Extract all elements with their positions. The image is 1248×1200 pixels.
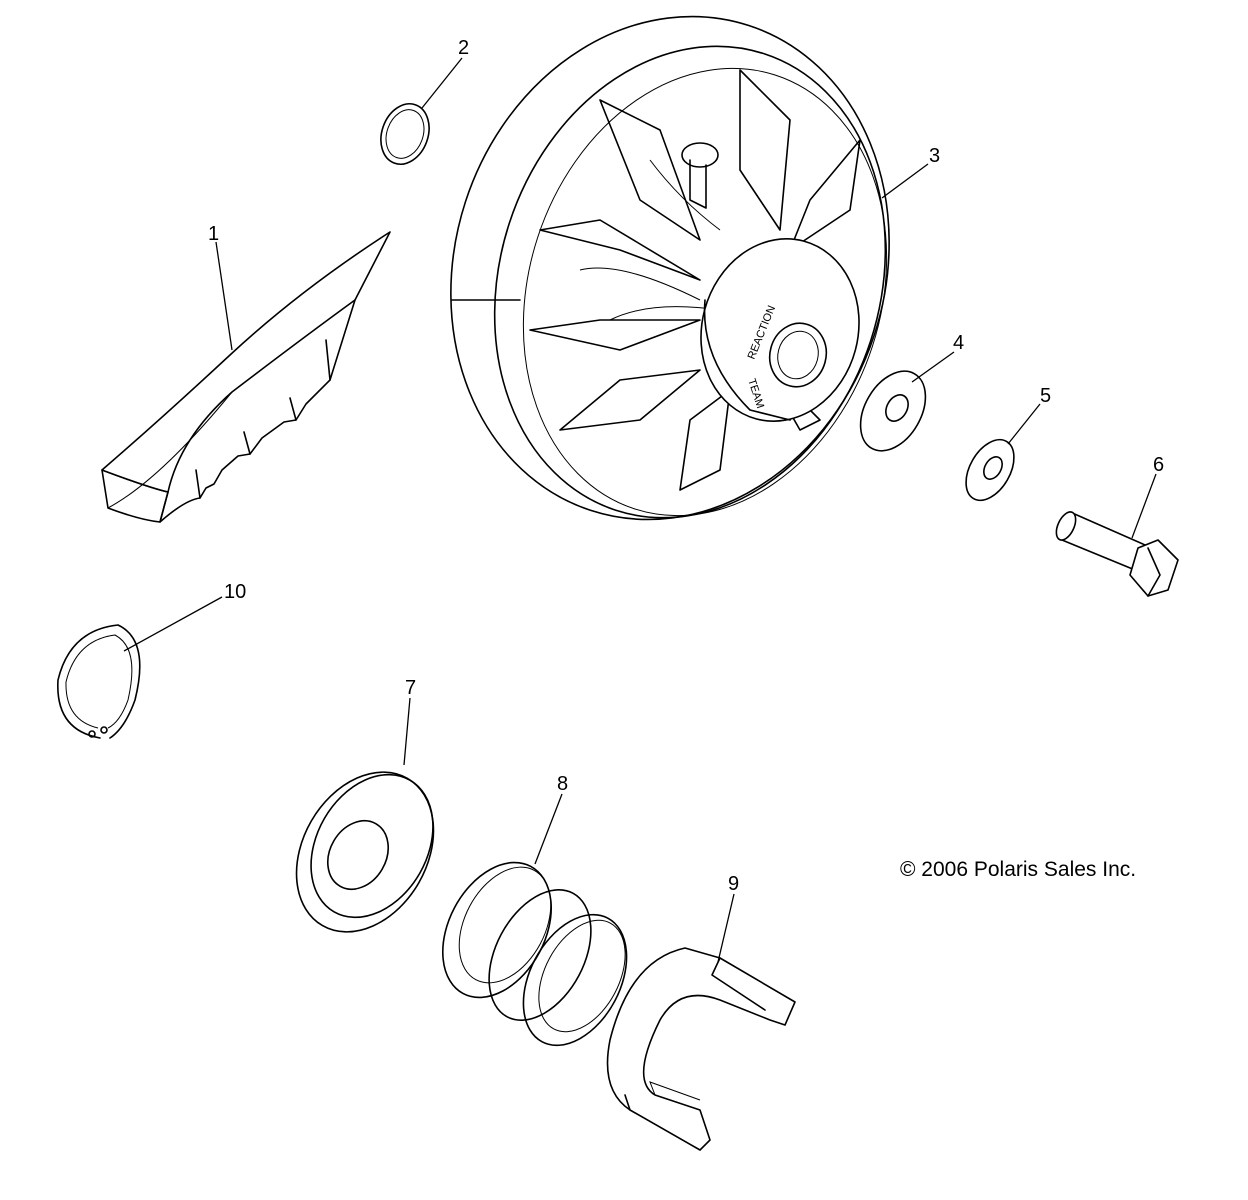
leader-10 bbox=[123, 596, 223, 652]
leader-7 bbox=[403, 697, 411, 766]
callout-7: 7 bbox=[405, 677, 416, 699]
callout-2: 2 bbox=[458, 37, 469, 59]
part-2-ring bbox=[380, 103, 430, 165]
callout-4: 4 bbox=[953, 332, 964, 354]
leader-9 bbox=[717, 893, 735, 963]
callout-10: 10 bbox=[224, 581, 246, 603]
copyright-notice: © 2006 Polaris Sales Inc. bbox=[900, 858, 1136, 881]
part-1-drive-belt bbox=[101, 231, 391, 523]
leader-4 bbox=[911, 351, 955, 383]
part-4-washer bbox=[859, 370, 927, 452]
callout-8: 8 bbox=[557, 773, 568, 795]
part-8-spring bbox=[441, 861, 628, 1047]
leader-1 bbox=[215, 241, 233, 351]
leader-lines bbox=[123, 57, 1157, 963]
part-3-driven-clutch: REACTION TEAM bbox=[450, 15, 890, 521]
leader-5 bbox=[1007, 403, 1041, 445]
part-5-washer bbox=[965, 438, 1015, 502]
leader-8 bbox=[534, 793, 563, 865]
callout-3: 3 bbox=[929, 145, 940, 167]
leader-2 bbox=[421, 57, 463, 109]
leader-3 bbox=[881, 163, 929, 199]
callout-5: 5 bbox=[1040, 385, 1051, 407]
part-6-bolt bbox=[1055, 511, 1179, 597]
part-10-snap-ring bbox=[57, 624, 141, 739]
callout-6: 6 bbox=[1153, 454, 1164, 476]
callout-labels: 1 2 3 4 5 6 7 8 9 10 bbox=[208, 37, 1164, 895]
part-9-retainer bbox=[606, 947, 796, 1151]
part-7-spring-seat bbox=[295, 771, 435, 933]
callout-9: 9 bbox=[728, 873, 739, 895]
leader-6 bbox=[1131, 473, 1157, 539]
callout-1: 1 bbox=[208, 223, 219, 245]
